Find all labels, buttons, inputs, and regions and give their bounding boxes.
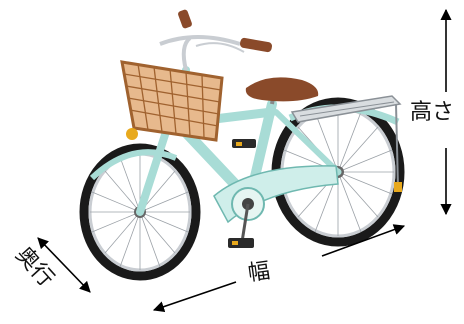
front-basket	[122, 62, 222, 140]
width-label: 幅	[247, 261, 272, 286]
saddle	[246, 77, 318, 104]
handlebar	[160, 9, 273, 70]
height-label: 高さ	[410, 102, 454, 124]
